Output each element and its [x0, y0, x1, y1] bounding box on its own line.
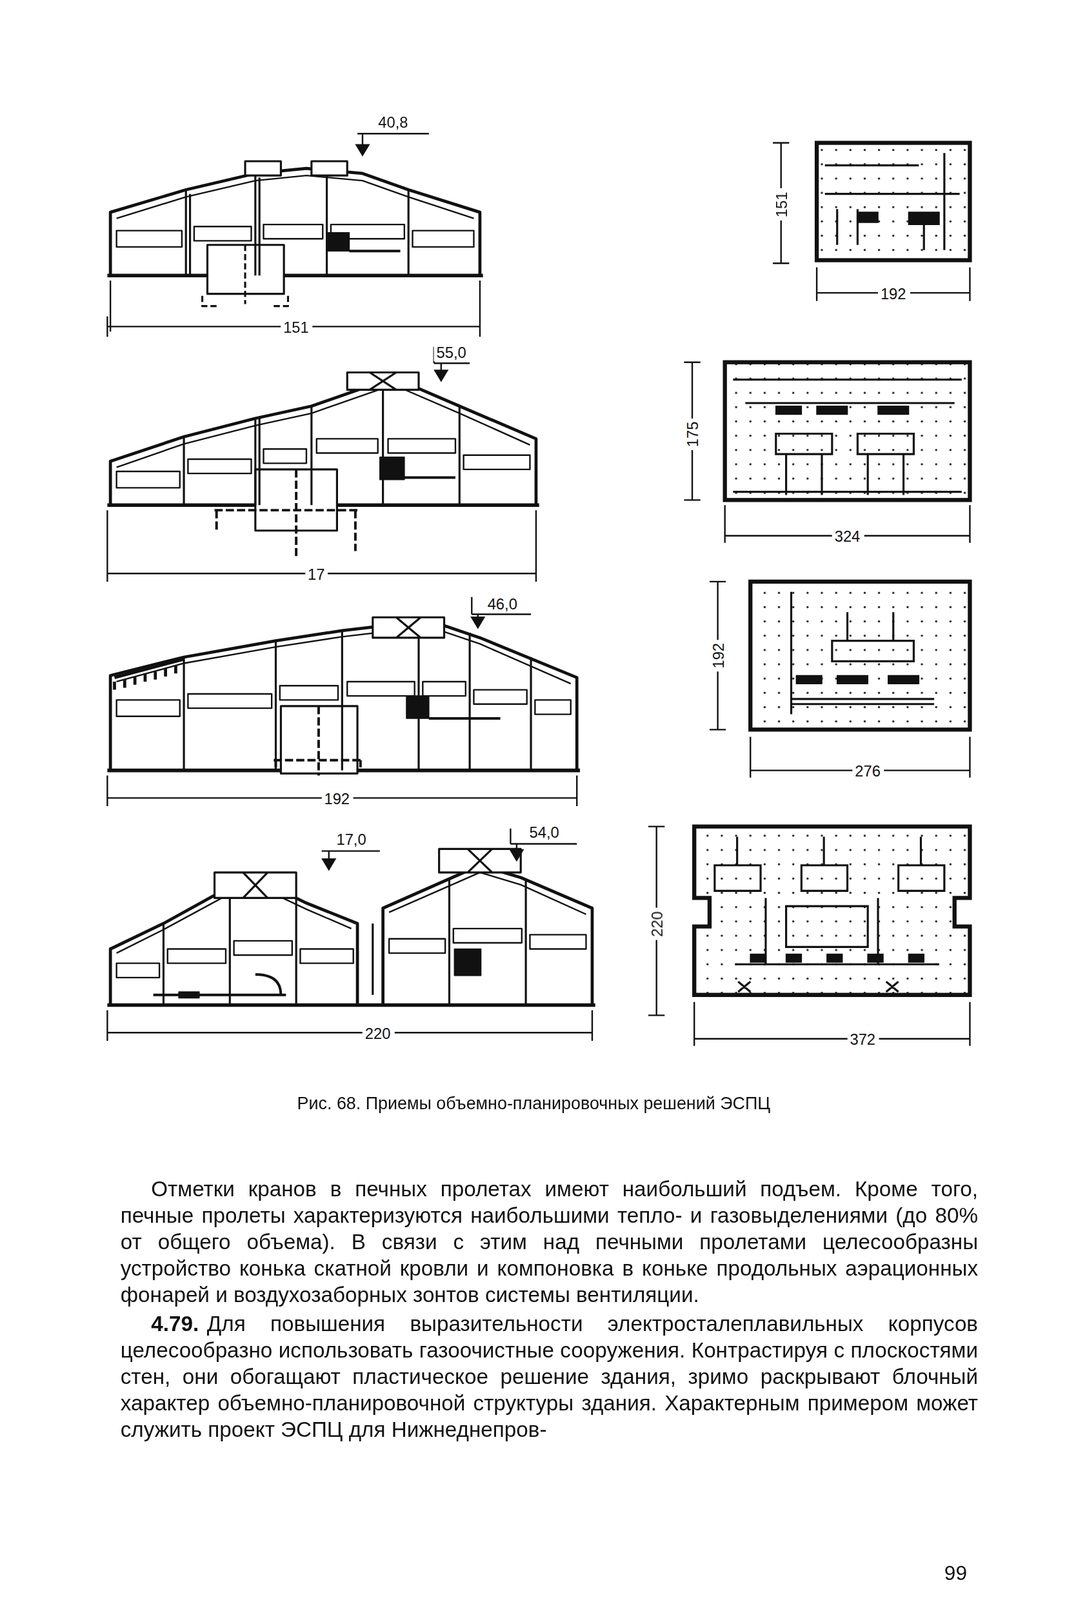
- plan-detail: [714, 836, 945, 993]
- dimension-label: 192: [321, 789, 353, 808]
- furnace: [454, 949, 481, 977]
- dimension-label: 372: [847, 1030, 879, 1049]
- dimension-line: [772, 143, 789, 264]
- dimension-line: [694, 1002, 970, 1047]
- elevation-label: 55,0: [433, 343, 470, 362]
- paragraph-text: Для повышения выразительности электроста…: [120, 1312, 978, 1442]
- dimension-line: [709, 581, 726, 730]
- pipe: [428, 717, 501, 720]
- dimension-line: [107, 280, 480, 337]
- elevation-triangle: [434, 370, 448, 381]
- dimension-lines: [107, 143, 970, 1047]
- crane-beams: [116, 224, 475, 248]
- pit-channel: [273, 706, 363, 777]
- floor-line: [107, 1003, 595, 1008]
- plan-detail: [791, 592, 935, 715]
- section-outline: [110, 168, 480, 276]
- columns: [183, 381, 460, 506]
- dimension-line: [648, 827, 665, 1017]
- plan-outline: [725, 362, 971, 501]
- dimension-line: [107, 1010, 593, 1041]
- elevation-label: 40,8: [375, 112, 412, 131]
- plan-outline: [694, 827, 970, 996]
- body-paragraph: Отметки кранов в печных пролетах имеют н…: [120, 1176, 978, 1309]
- floor-line: [107, 273, 483, 278]
- lantern: [372, 617, 445, 639]
- dimension-line: [107, 776, 577, 807]
- clause-number: 4.79.: [150, 1312, 199, 1336]
- dimension-label: 151: [279, 318, 312, 336]
- elevation-label: 46,0: [484, 594, 521, 613]
- elevation-triangle: [510, 850, 523, 861]
- dimension-vertical: 220: [647, 908, 666, 940]
- pit-channel: [214, 469, 359, 557]
- elevation-triangle: [356, 145, 369, 156]
- pit-channel: [202, 245, 289, 307]
- ladles: [178, 992, 200, 998]
- section-outline: [110, 620, 577, 771]
- elevation-triangle: [322, 859, 335, 870]
- dimension-vertical: 151: [772, 188, 790, 220]
- pipe: [404, 476, 456, 480]
- plan-equipment: [750, 954, 924, 963]
- building-sections: [107, 161, 595, 1006]
- elevation-triangle: [471, 617, 484, 628]
- dimension-label: 17: [304, 565, 328, 583]
- floor-line: [107, 768, 580, 773]
- dimension-line: [107, 510, 537, 582]
- dimension-label: 192: [877, 284, 909, 302]
- dimension-line: [683, 362, 700, 501]
- crane-beams: [116, 438, 531, 488]
- pipe: [349, 249, 400, 253]
- furnace: [379, 457, 405, 480]
- crane-beams: [116, 681, 571, 717]
- dimension-label: 324: [831, 527, 864, 545]
- roof-line: [116, 872, 587, 954]
- crane-beams: [116, 928, 587, 978]
- dimension-vertical: 192: [708, 639, 727, 671]
- elevation-marks: [321, 133, 578, 870]
- elevation-label: 17,0: [333, 830, 370, 848]
- plan-equipment: [857, 212, 940, 225]
- dimension-vertical: 175: [683, 418, 702, 450]
- section-outline: [110, 377, 537, 506]
- plan-outline: [816, 143, 970, 261]
- plans: [694, 143, 970, 996]
- plan-detail: [825, 152, 960, 250]
- dimension-label: 276: [852, 761, 884, 780]
- plan-equipment: [776, 406, 909, 415]
- roof-hatching: [114, 659, 184, 690]
- furnace: [327, 232, 350, 251]
- dimension-label: 220: [361, 1024, 394, 1042]
- floor-line: [107, 503, 539, 508]
- elevation-label: 54,0: [526, 823, 563, 841]
- lanterns: [245, 161, 348, 176]
- elevation-leader: [357, 133, 429, 153]
- plan-outline: [750, 581, 970, 730]
- furnace: [406, 696, 429, 719]
- lantern: [347, 372, 419, 391]
- roof-line: [116, 175, 475, 219]
- pipe: [153, 974, 287, 996]
- page-number: 99: [944, 1561, 968, 1586]
- plan-detail: [732, 379, 962, 496]
- body-paragraph: 4.79.Для повышения выразительности элект…: [120, 1310, 978, 1444]
- lanterns: [214, 848, 522, 898]
- plan-equipment: [796, 675, 919, 684]
- dimension-line: [816, 267, 970, 302]
- figure-caption: Рис. 68. Приемы объемно-планировочных ре…: [297, 1094, 771, 1115]
